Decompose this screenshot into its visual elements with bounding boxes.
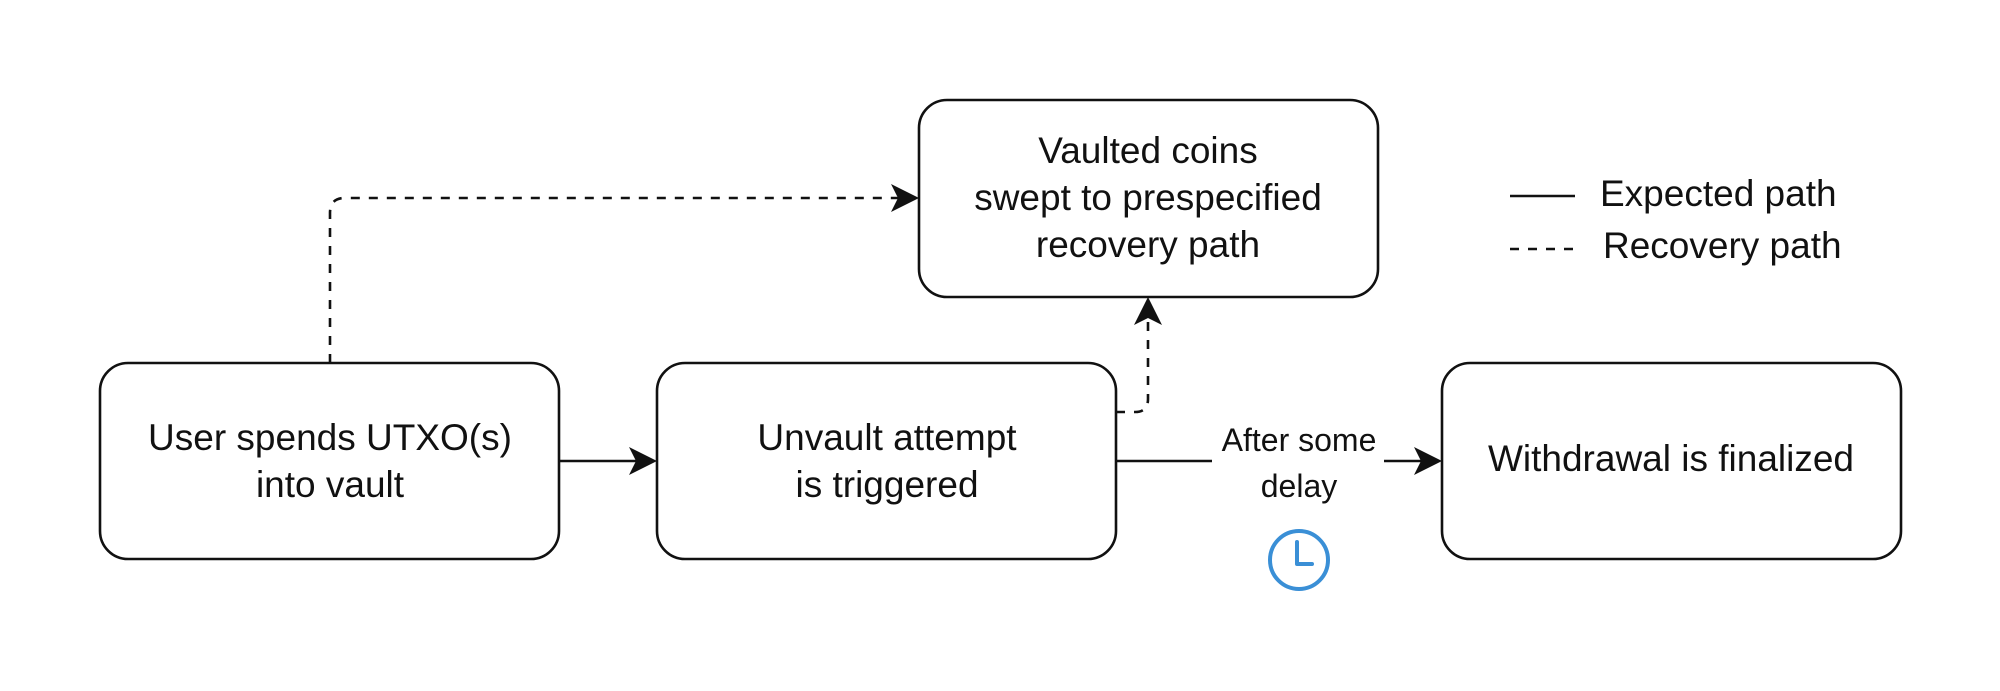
node-deposit: User spends UTXO(s) into vault xyxy=(98,361,561,561)
node-recovery: Vaulted coins swept to prespecified reco… xyxy=(917,98,1380,299)
edge-deposit-to-recovery xyxy=(328,184,919,363)
node-recovery-line-2: swept to prespecified xyxy=(974,177,1322,218)
edge-deposit-to-recovery-arrowhead xyxy=(891,184,919,212)
node-deposit-line-2: into vault xyxy=(256,464,405,505)
edge-unvault-to-withdrawal-arrowhead xyxy=(1414,447,1442,475)
node-recovery-box xyxy=(917,98,1380,299)
legend: Expected path Recovery path xyxy=(1510,173,1842,266)
node-deposit-box xyxy=(98,361,561,561)
legend-recovery-label: Recovery path xyxy=(1603,225,1842,266)
node-recovery-line-1: Vaulted coins xyxy=(1038,130,1257,171)
node-unvault-line-2: is triggered xyxy=(795,464,978,505)
edge-deposit-to-unvault-arrowhead xyxy=(629,447,657,475)
node-unvault: Unvault attempt is triggered xyxy=(655,361,1118,561)
edge-deposit-to-unvault xyxy=(559,447,657,475)
edge-deposit-to-recovery-line xyxy=(328,196,900,363)
delay-label-line-2: delay xyxy=(1261,468,1338,504)
edge-unvault-to-recovery-arrowhead xyxy=(1134,297,1162,325)
node-withdrawal-line-1: Withdrawal is finalized xyxy=(1488,438,1854,479)
clock-icon-hands xyxy=(1295,540,1314,566)
delay-label-line-1: After some xyxy=(1222,422,1377,458)
node-unvault-line-1: Unvault attempt xyxy=(757,417,1017,458)
node-recovery-line-3: recovery path xyxy=(1036,224,1260,265)
node-withdrawal: Withdrawal is finalized xyxy=(1440,361,1903,561)
edge-unvault-to-withdrawal: After some delay xyxy=(1116,422,1442,504)
edge-unvault-to-recovery xyxy=(1116,297,1162,414)
node-unvault-box xyxy=(655,361,1118,561)
clock-icon xyxy=(1268,529,1330,591)
node-deposit-line-1: User spends UTXO(s) xyxy=(148,417,512,458)
legend-expected-label: Expected path xyxy=(1600,173,1837,214)
edge-unvault-to-recovery-line xyxy=(1116,317,1150,414)
